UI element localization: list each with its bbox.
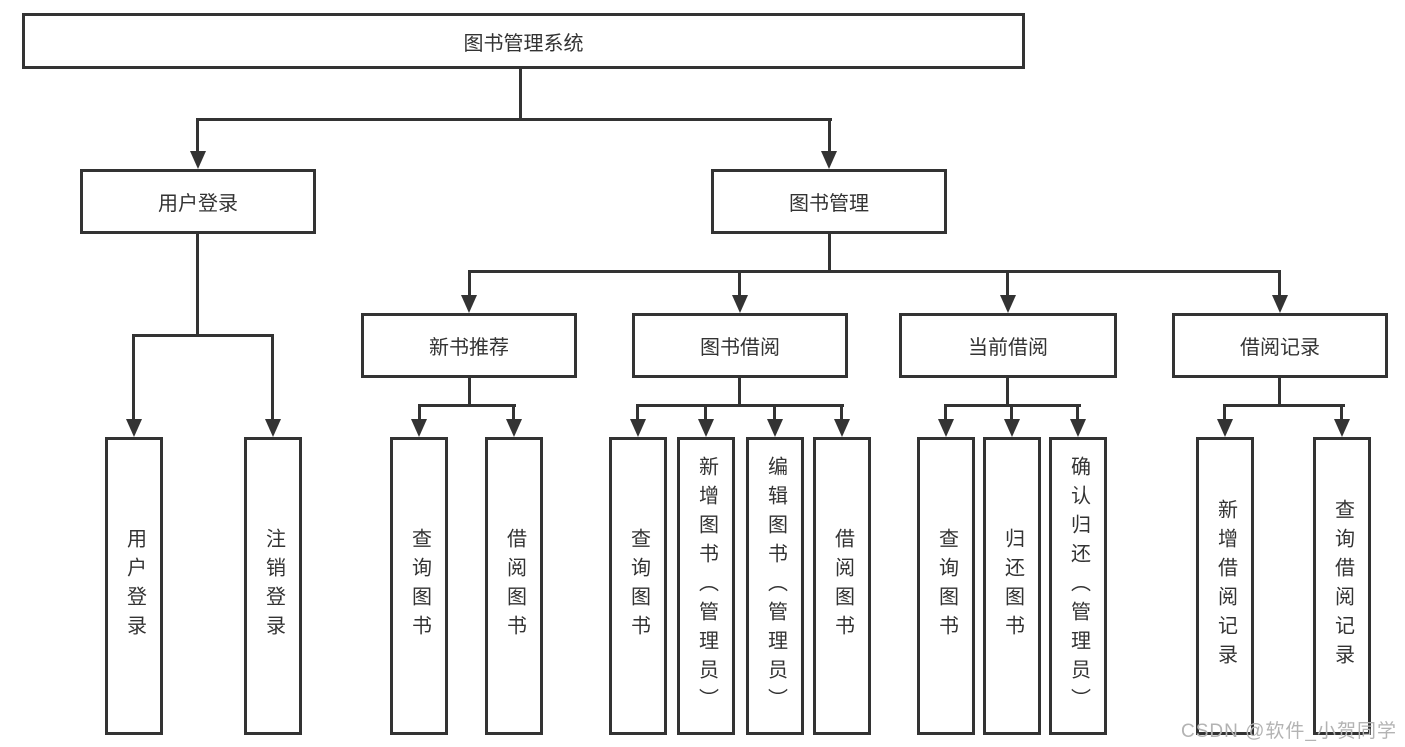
node-new-book-recommend: 新书推荐 xyxy=(361,313,577,378)
connector-line xyxy=(196,120,199,153)
arrow-down-icon xyxy=(461,295,477,313)
arrow-down-icon xyxy=(506,419,522,437)
leaf-add-books-admin: 新增图书（管理员） xyxy=(677,437,735,735)
arrow-down-icon xyxy=(938,419,954,437)
arrow-down-icon xyxy=(767,419,783,437)
connector-line xyxy=(132,334,274,337)
arrow-down-icon xyxy=(1000,295,1016,313)
connector-line xyxy=(1278,376,1281,406)
leaf-label: 查询图书 xyxy=(627,528,650,644)
connector-line xyxy=(1340,406,1343,422)
connector-line xyxy=(418,404,516,407)
leaf-add-borrow-record: 新增借阅记录 xyxy=(1196,437,1254,735)
leaf-label: 注销登录 xyxy=(262,528,285,644)
connector-line xyxy=(828,120,831,153)
leaf-confirm-return-admin: 确认归还（管理员） xyxy=(1049,437,1107,735)
leaf-label: 归还图书 xyxy=(1001,528,1024,644)
leaf-query-books-current: 查询图书 xyxy=(917,437,975,735)
arrow-down-icon xyxy=(411,419,427,437)
connector-line xyxy=(196,232,199,336)
node-book-borrow: 图书借阅 xyxy=(632,313,848,378)
connector-line xyxy=(132,336,135,421)
connector-line xyxy=(196,118,832,121)
leaf-user-login: 用户登录 xyxy=(105,437,163,735)
connector-line xyxy=(1223,406,1226,422)
connector-line xyxy=(1223,404,1345,407)
arrow-down-icon xyxy=(834,419,850,437)
arrow-down-icon xyxy=(190,151,206,169)
node-current-borrow: 当前借阅 xyxy=(899,313,1117,378)
node-label: 新书推荐 xyxy=(429,337,509,359)
leaf-label: 新增借阅记录 xyxy=(1214,499,1237,673)
leaf-logout: 注销登录 xyxy=(244,437,302,735)
leaf-label: 借阅图书 xyxy=(831,528,854,644)
connector-line xyxy=(1006,376,1009,406)
leaf-query-books-newbooks: 查询图书 xyxy=(390,437,448,735)
arrow-down-icon xyxy=(1004,419,1020,437)
node-label: 图书管理系统 xyxy=(463,32,584,55)
arrow-down-icon xyxy=(821,151,837,169)
leaf-label: 确认归还（管理员） xyxy=(1067,455,1090,717)
arrow-down-icon xyxy=(698,419,714,437)
connector-line xyxy=(738,272,741,298)
node-label: 借阅记录 xyxy=(1240,337,1320,359)
connector-line xyxy=(636,406,639,422)
connector-line xyxy=(738,376,741,406)
arrow-down-icon xyxy=(732,295,748,313)
node-label: 图书管理 xyxy=(789,193,869,215)
leaf-label: 查询图书 xyxy=(935,528,958,644)
connector-line xyxy=(944,406,947,422)
connector-line xyxy=(418,406,421,422)
connector-line xyxy=(773,406,776,422)
connector-line xyxy=(468,272,471,298)
arrow-down-icon xyxy=(1334,419,1350,437)
node-user-login: 用户登录 xyxy=(80,169,316,234)
connector-line xyxy=(468,376,471,406)
leaf-label: 借阅图书 xyxy=(503,528,526,644)
node-book-management: 图书管理 xyxy=(711,169,947,234)
connector-line xyxy=(271,336,274,421)
connector-line xyxy=(468,270,1281,273)
connector-line xyxy=(828,232,831,272)
connector-line xyxy=(1278,272,1281,298)
connector-line xyxy=(840,406,843,422)
arrow-down-icon xyxy=(1070,419,1086,437)
leaf-query-borrow-record: 查询借阅记录 xyxy=(1313,437,1371,735)
leaf-query-books-borrow: 查询图书 xyxy=(609,437,667,735)
node-label: 当前借阅 xyxy=(968,337,1048,359)
leaf-borrow-books: 借阅图书 xyxy=(813,437,871,735)
csdn-watermark: CSDN @软件_小贺同学 xyxy=(1181,721,1397,742)
connector-line xyxy=(1010,406,1013,422)
leaf-label: 查询借阅记录 xyxy=(1331,499,1354,673)
leaf-label: 查询图书 xyxy=(408,528,431,644)
connector-line xyxy=(704,406,707,422)
connector-line xyxy=(512,406,515,422)
connector-line xyxy=(944,404,1081,407)
node-library-management-system: 图书管理系统 xyxy=(22,13,1025,69)
leaf-edit-books-admin: 编辑图书（管理员） xyxy=(746,437,804,735)
leaf-return-books: 归还图书 xyxy=(983,437,1041,735)
node-borrow-records: 借阅记录 xyxy=(1172,313,1388,378)
leaf-label: 编辑图书（管理员） xyxy=(764,455,787,717)
arrow-down-icon xyxy=(265,419,281,437)
leaf-borrow-books-newbooks: 借阅图书 xyxy=(485,437,543,735)
arrow-down-icon xyxy=(1217,419,1233,437)
node-label: 用户登录 xyxy=(158,193,238,215)
node-label: 图书借阅 xyxy=(700,337,780,359)
connector-line xyxy=(636,404,844,407)
arrow-down-icon xyxy=(630,419,646,437)
arrow-down-icon xyxy=(1272,295,1288,313)
connector-line xyxy=(1076,406,1079,422)
connector-line xyxy=(519,66,522,121)
arrow-down-icon xyxy=(126,419,142,437)
connector-line xyxy=(1006,272,1009,298)
leaf-label: 新增图书（管理员） xyxy=(695,455,718,717)
leaf-label: 用户登录 xyxy=(123,528,146,644)
